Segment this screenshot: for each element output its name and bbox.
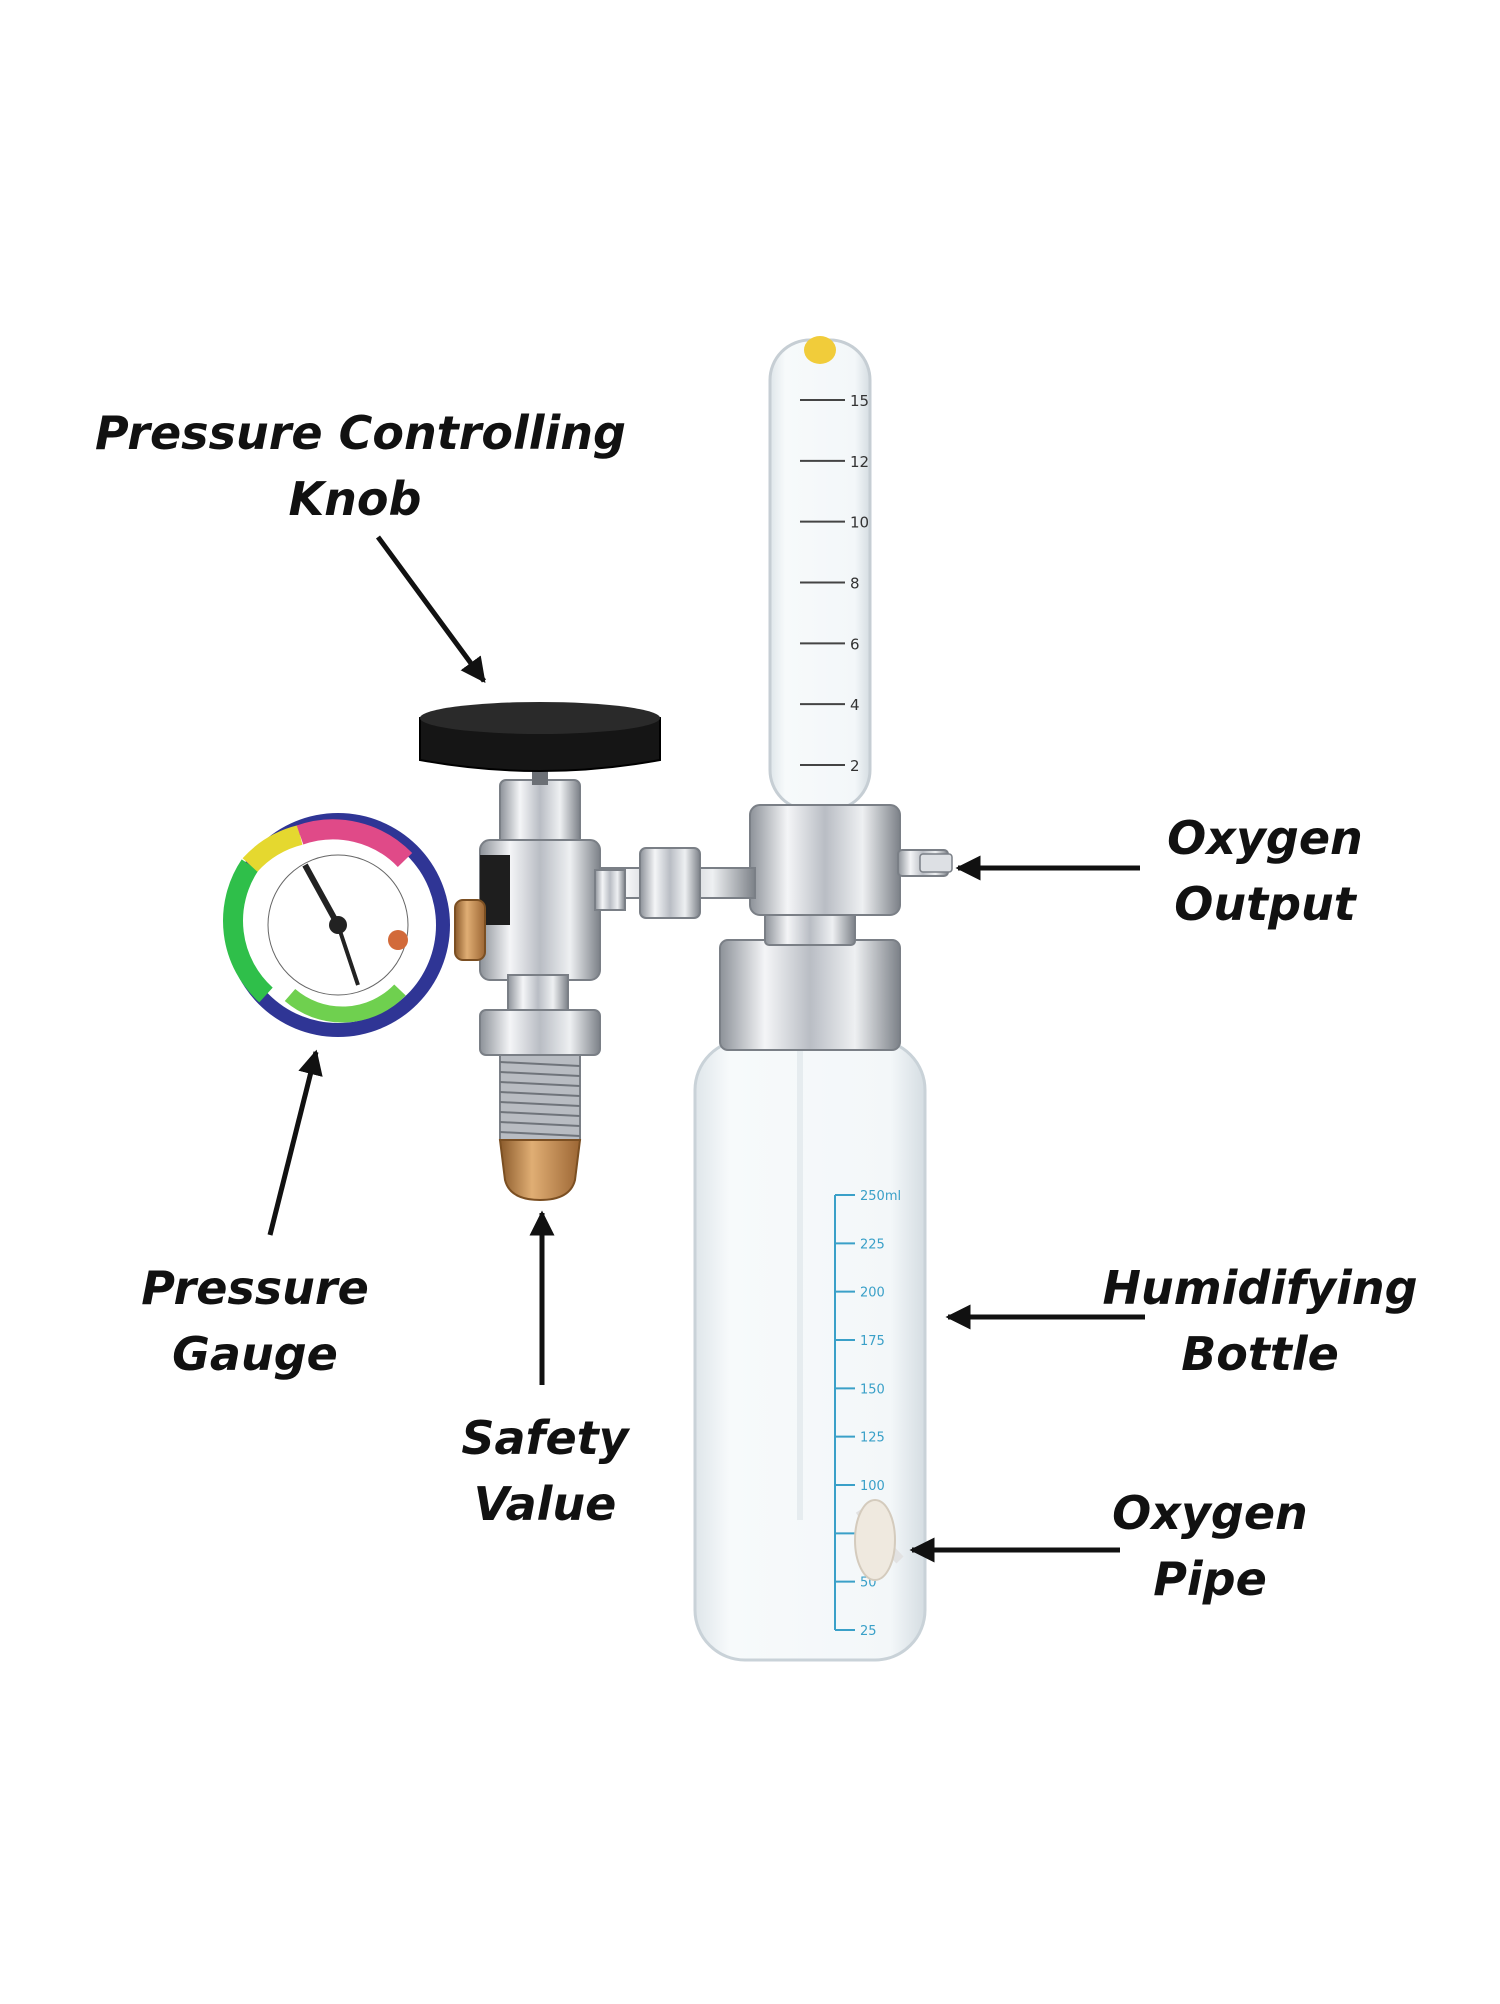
flow-scale-label: 15 [850, 392, 869, 410]
flow-scale-label: 10 [850, 514, 869, 532]
inlet-thread [499, 1054, 581, 1141]
label-safety-value: Safety Value [461, 1411, 629, 1531]
label-oxygen-output: Oxygen Output [1167, 811, 1363, 931]
gauge-fitting [454, 899, 486, 961]
thread-ring [499, 1061, 581, 1067]
flow-scale-label: 8 [850, 575, 860, 593]
arrow-knob [375, 535, 487, 684]
label-humidifying-bottle: Humidifying Bottle [1102, 1261, 1418, 1381]
flowmeter-tube: 15 12 10 8 6 4 2 [768, 336, 872, 812]
thread-ring [499, 1121, 581, 1127]
regulator-body [479, 779, 626, 1141]
bottle-scale-label: 175 [860, 1334, 885, 1349]
label-pressure-controlling-knob: Pressure Controlling Knob [95, 406, 626, 526]
flowmeter-body [749, 804, 953, 916]
flow-scale-label: 2 [850, 757, 860, 775]
bottle-scale-label: 200 [860, 1286, 885, 1301]
thread-ring [499, 1091, 581, 1097]
bottle-scale-label: 225 [860, 1237, 885, 1252]
bottle-scale-label: 125 [860, 1431, 885, 1446]
thread-ring [499, 1111, 581, 1117]
flow-scale-label: 12 [850, 453, 869, 471]
label-pressure-gauge: Pressure Gauge [141, 1261, 369, 1381]
bottle-scale-label: 25 [860, 1624, 877, 1639]
flowmeter-scale: 15 12 10 8 6 4 2 [800, 392, 869, 775]
thread-ring [499, 1131, 581, 1137]
arrow-pressure-gauge [267, 1049, 323, 1236]
bottle-cap [719, 904, 901, 1051]
arrows [267, 535, 1145, 1563]
pressure-controlling-knob [419, 702, 661, 785]
thread-ring [499, 1071, 581, 1077]
thread-ring [499, 1081, 581, 1087]
label-oxygen-pipe: Oxygen Pipe [1112, 1486, 1308, 1606]
bottle-scale-label: 250ml [860, 1189, 901, 1204]
pressure-gauge [223, 813, 450, 1037]
flow-scale-label: 4 [850, 696, 860, 714]
thread-ring [499, 1101, 581, 1107]
oxygen-pipe-diffuser [854, 1499, 904, 1581]
safety-valve [498, 1139, 582, 1202]
flow-scale-label: 6 [850, 635, 860, 653]
bottle-scale-label: 100 [860, 1479, 885, 1494]
bottle-scale-label: 150 [860, 1382, 885, 1397]
